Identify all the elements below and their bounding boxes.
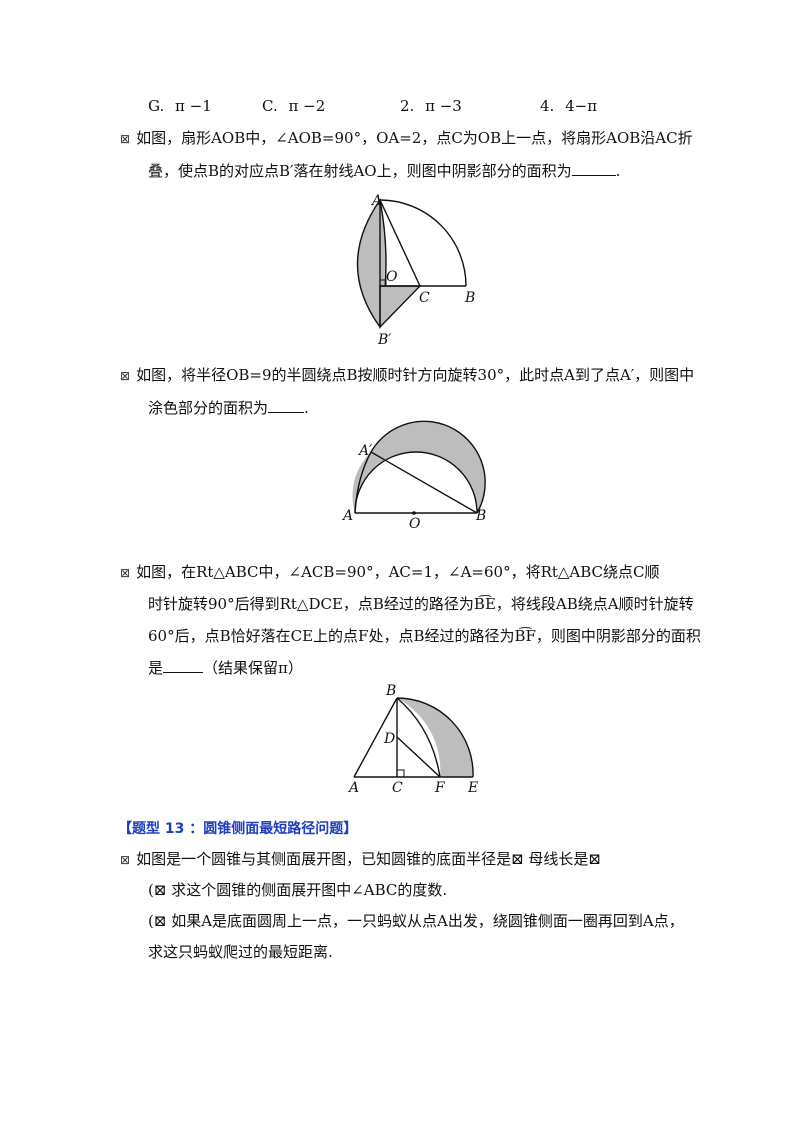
q3-line4: 是 （结果保留π）	[148, 657, 303, 679]
q1-period: .	[615, 162, 621, 180]
option-2: 2. π −3	[400, 97, 462, 115]
option-letter: G.	[148, 97, 165, 115]
question-marker-icon: ⊠	[120, 369, 131, 383]
q2-line2: 涂色部分的面积为.	[148, 397, 309, 419]
q3-text3: 60°后，点B恰好落在CE上的点F处，点B经过的路径为B͡F，则图中阴影部分的面…	[148, 627, 701, 645]
q1-figure: A O C B B′	[356, 193, 475, 348]
q2-figure: A′ A O B	[341, 420, 486, 530]
q3-label-e: E	[467, 780, 478, 796]
q3-label-d: D	[383, 731, 395, 747]
q1-text: 如图，扇形AOB中，∠AOB=90°，OA=2，点C为OB上一点，将扇形AOB沿…	[136, 129, 693, 147]
q2-line1: ⊠ 如图，将半径OB=9的半圆绕点B按顺时针方向旋转30°，此时点A到了点A′，则…	[120, 364, 694, 387]
q3-figure: B D A C F E	[347, 683, 478, 796]
q1-right-angle	[379, 279, 387, 287]
q3-line-df	[396, 736, 441, 778]
section-heading: 【题型 13 ：圆锥侧面最短路径问题】	[118, 821, 358, 837]
q1-label-o: O	[386, 269, 398, 285]
q3-label-a: A	[347, 780, 359, 796]
q4-part2-cont: 求这只蚂蚁爬过的最短距离.	[148, 943, 333, 961]
q1-line2: 叠，使点B的对应点B′落在射线AO上，则图中阴影部分的面积为.	[148, 160, 620, 182]
q2-original-arc	[354, 451, 478, 514]
answer-blank[interactable]	[268, 398, 305, 413]
q3-line1: ⊠ 如图，在Rt△ABC中，∠ACB=90°，AC=1，∠A=60°，将Rt△AB…	[120, 561, 660, 584]
question-marker-icon: ⊠	[120, 853, 131, 867]
option-letter: 4.	[540, 97, 555, 115]
q4-part2: (⊠ 如果A是底面圆周上一点，一只蚂蚁从点A出发，绕圆锥侧面一圈再回到A点，	[148, 912, 684, 930]
option-text: π −3	[425, 97, 462, 115]
q2-center-dot	[412, 511, 416, 515]
q3-text2: 时针旋转90°后得到Rt△DCE，点B经过的路径为B͡E，将线段AB绕点A顺时针…	[148, 595, 694, 613]
q3-label-c: C	[392, 780, 403, 796]
q2-rotated-diameter	[370, 451, 478, 514]
option-g: G. π −1	[148, 97, 212, 115]
q2-text2: 涂色部分的面积为	[148, 399, 269, 417]
option-4: 4. 4−π	[540, 97, 597, 115]
q3-text4-pre: 是	[148, 659, 164, 677]
option-letter: 2.	[400, 97, 415, 115]
question-marker-icon: ⊠	[120, 132, 131, 146]
q3-line3: 60°后，点B恰好落在CE上的点F处，点B经过的路径为B͡F，则图中阴影部分的面…	[148, 625, 701, 647]
q1-label-c: C	[419, 290, 430, 306]
q3-line-ab	[353, 697, 398, 778]
q4-line1: ⊠ 如图是一个圆锥与其侧面展开图，已知圆锥的底面半径是⊠ 母线长是⊠	[120, 848, 601, 871]
question-marker-icon: ⊠	[120, 566, 131, 580]
q3-text4-post: （结果保留π）	[203, 659, 303, 677]
q1-label-b: B	[464, 290, 475, 306]
option-text: π −2	[288, 97, 326, 115]
q3-right-angle	[396, 769, 405, 778]
option-c: C. π −2	[262, 97, 325, 115]
q2-label-a: A	[341, 508, 353, 524]
q4-text: 如图是一个圆锥与其侧面展开图，已知圆锥的底面半径是⊠ 母线长是⊠	[136, 850, 601, 868]
q4-part1: (⊠ 求这个圆锥的侧面展开图中∠ABC的度数.	[148, 881, 448, 899]
q1-label-b-prime: B′	[377, 332, 392, 348]
q1-line-ac	[379, 199, 421, 287]
q2-period: .	[304, 399, 309, 417]
q3-shaded-region	[397, 697, 474, 777]
q1-line1: ⊠ 如图，扇形AOB中，∠AOB=90°，OA=2，点C为OB上一点，将扇形AOB…	[120, 127, 693, 150]
option-letter: C.	[262, 97, 278, 115]
q1-label-a: A	[370, 193, 382, 209]
q2-text: 如图，将半径OB=9的半圆绕点B按顺时针方向旋转30°，此时点A到了点A′，则图…	[136, 366, 695, 384]
q3-line2: 时针旋转90°后得到Rt△DCE，点B经过的路径为B͡E，将线段AB绕点A顺时针…	[148, 593, 694, 615]
q3-label-b: B	[385, 683, 396, 699]
q3-text: 如图，在Rt△ABC中，∠ACB=90°，AC=1，∠A=60°，将Rt△ABC…	[136, 563, 660, 581]
answer-blank[interactable]	[163, 658, 204, 673]
q2-label-b: B	[475, 508, 486, 524]
answer-blank[interactable]	[571, 161, 616, 176]
q3-arc-bf	[396, 697, 441, 778]
q1-text2: 叠，使点B的对应点B′落在射线AO上，则图中阴影部分的面积为	[148, 162, 572, 180]
q2-label-o: O	[409, 516, 421, 530]
q3-label-f: F	[434, 780, 446, 796]
q2-label-a-prime: A′	[357, 443, 373, 459]
q3-arc-be	[396, 697, 474, 778]
option-text: 4−π	[565, 97, 598, 115]
q1-shaded-triangle	[379, 285, 422, 329]
q2-small-arc	[354, 451, 372, 514]
option-text: π −1	[175, 97, 212, 115]
q1-arc	[379, 199, 467, 287]
